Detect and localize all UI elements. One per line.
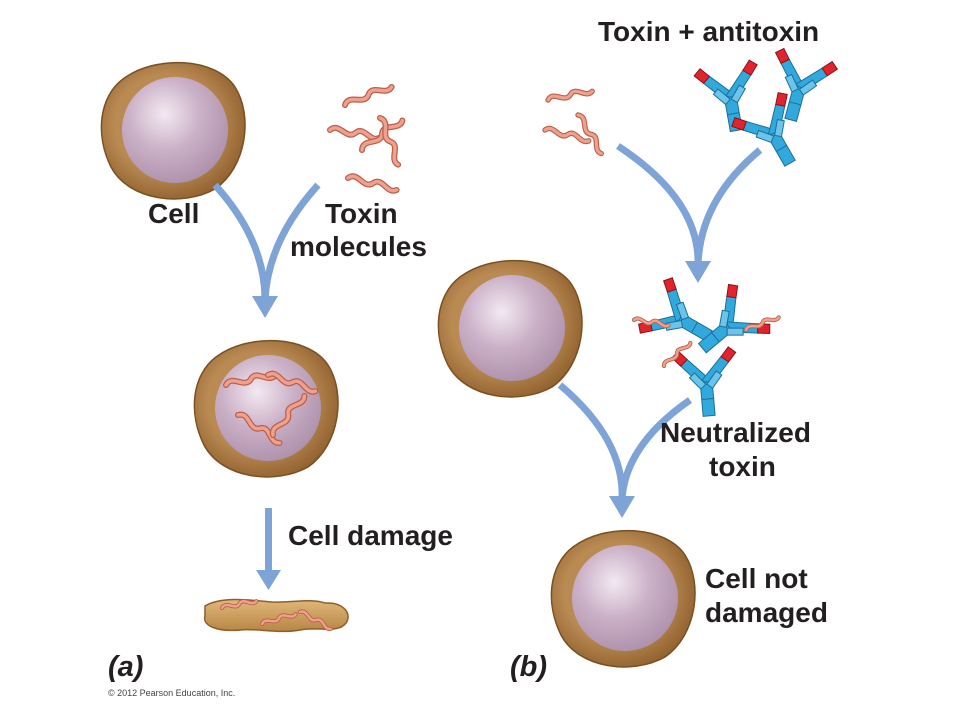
panel-label-b: (b): [510, 651, 548, 683]
antitoxin-antibodies: [692, 46, 840, 180]
label-neutralized-line1: Neutralized: [660, 417, 811, 448]
label-not-damaged-line2: damaged: [705, 597, 828, 628]
cell-b: [437, 259, 583, 398]
merge-arrow-a: [212, 182, 321, 318]
copyright-credit: © 2012 Pearson Education, Inc.: [108, 688, 236, 698]
toxin-molecules: [330, 84, 404, 192]
poisoned-cell: [193, 339, 339, 478]
label-neutralized-line2: toxin: [709, 451, 776, 482]
panel-label-a: (a): [108, 651, 144, 683]
damaged-cell-fragment: [203, 599, 349, 631]
toxin-molecules-b: [545, 88, 604, 154]
neutralized-toxin-complexes: [634, 274, 779, 420]
merge-arrow-b1: [616, 143, 763, 283]
label-cell-damage: Cell damage: [288, 520, 453, 551]
label-toxin-antitoxin: Toxin + antitoxin: [598, 16, 820, 47]
healthy-cell: [100, 61, 246, 200]
label-toxin-molecules-line2: molecules: [290, 231, 427, 262]
undamaged-cell: [550, 529, 696, 668]
merge-arrow-b2: [557, 382, 692, 518]
label-toxin-molecules-line1: Toxin: [325, 198, 398, 229]
label-cell: Cell: [148, 198, 200, 229]
label-not-damaged-line1: Cell not: [705, 563, 808, 594]
damage-arrow: [256, 508, 281, 590]
